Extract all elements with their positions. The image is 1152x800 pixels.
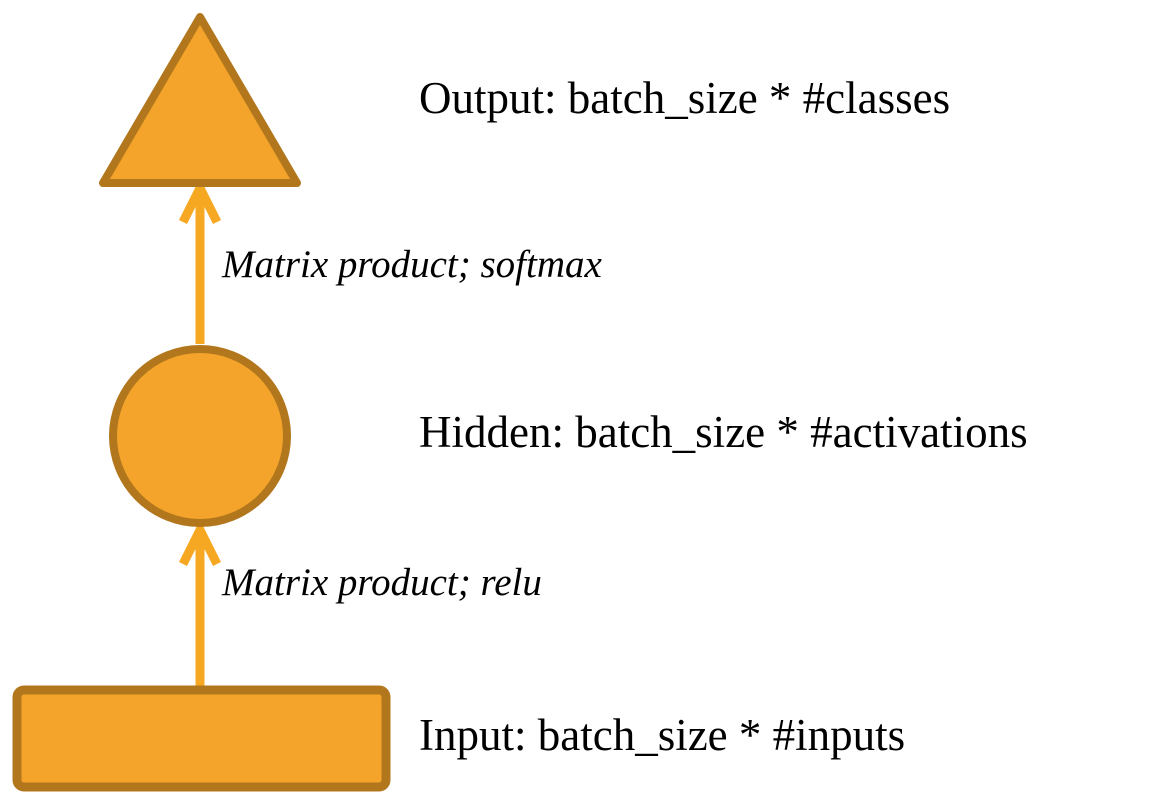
output-node-label: Output: batch_size * #classes bbox=[419, 73, 951, 123]
arrowhead-icon bbox=[178, 519, 222, 567]
input-node-rectangle bbox=[12, 685, 391, 792]
hidden-node-circle bbox=[109, 345, 291, 527]
edge-label-relu: Matrix product; relu bbox=[222, 561, 542, 604]
arrowhead-icon bbox=[178, 177, 222, 225]
hidden-node-label: Hidden: batch_size * #activations bbox=[419, 407, 1028, 457]
arrow-hidden-to-output bbox=[178, 177, 222, 344]
input-node-label: Input: batch_size * #inputs bbox=[419, 710, 906, 760]
output-node-triangle bbox=[99, 13, 301, 187]
arrow-input-to-hidden bbox=[178, 519, 222, 686]
edge-label-softmax: Matrix product; softmax bbox=[222, 243, 602, 286]
